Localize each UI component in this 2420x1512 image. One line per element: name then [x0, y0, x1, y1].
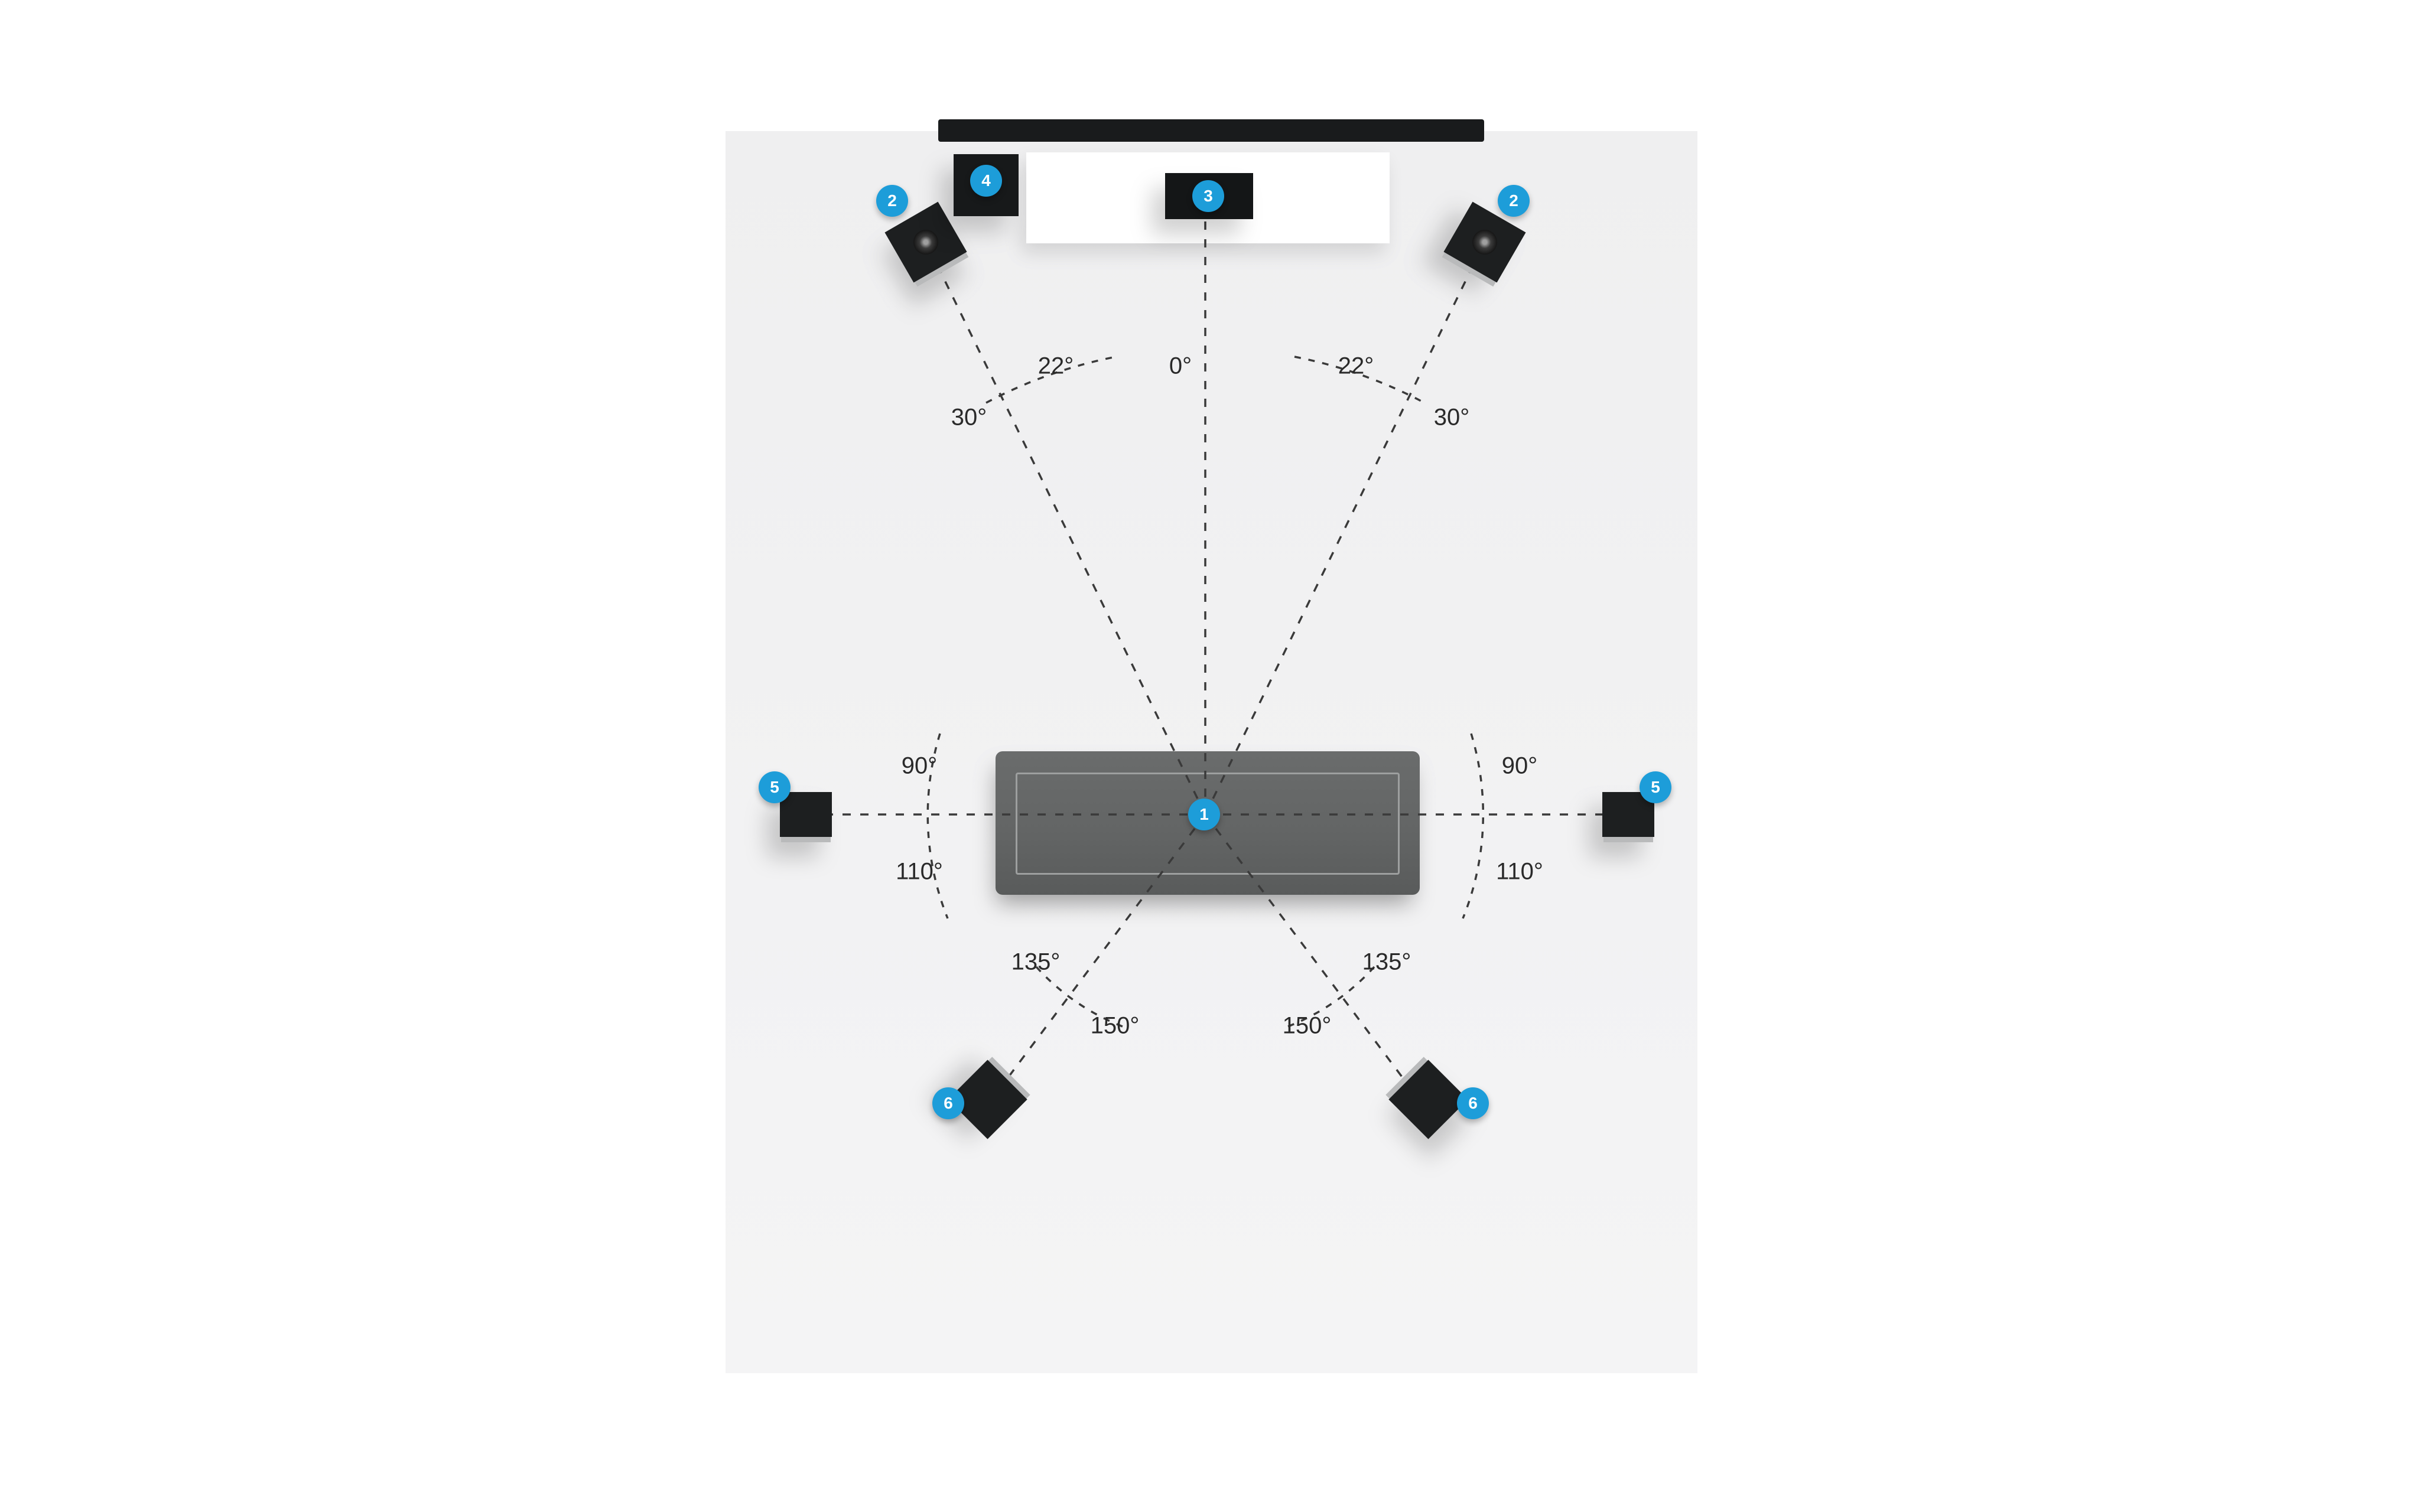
- angle-label-rear-right-min: 135°: [1362, 949, 1411, 975]
- front-left-badge: 2: [876, 185, 908, 217]
- speaker-driver-icon: [1468, 225, 1502, 259]
- speaker-front-edge: [781, 837, 831, 842]
- side-left-badge: 5: [759, 771, 791, 803]
- arc-front-left: [985, 356, 1117, 404]
- angle-label-front-left-outer: 30°: [951, 404, 987, 431]
- speaker-driver-icon: [909, 225, 943, 259]
- arc-front-right: [1294, 356, 1425, 404]
- arc-side-right: [1462, 733, 1485, 919]
- rear-right-badge: 6: [1457, 1087, 1489, 1119]
- angle-label-front-left-inner: 22°: [1037, 353, 1074, 379]
- angle-label-rear-left-min: 135°: [1011, 949, 1061, 975]
- angle-label-front-right-inner: 22°: [1338, 353, 1374, 379]
- line-rear-left: [990, 813, 1206, 1101]
- angle-label-front-right-outer: 30°: [1433, 404, 1470, 431]
- front-right-badge: 2: [1498, 185, 1530, 217]
- subwoofer-badge: 4: [970, 165, 1002, 197]
- angle-label-side-left-max: 110°: [896, 858, 943, 885]
- angle-label-rear-right-max: 150°: [1282, 1012, 1332, 1039]
- line-front-left: [923, 239, 1206, 815]
- sofa-seat-outline: [1016, 773, 1400, 875]
- angle-label-side-right-min: 90°: [1501, 752, 1538, 779]
- angle-label-side-left-min: 90°: [901, 752, 938, 779]
- side-right-badge: 5: [1640, 771, 1671, 803]
- angle-label-rear-left-max: 150°: [1090, 1012, 1140, 1039]
- center-speaker-badge: 3: [1192, 180, 1224, 212]
- angle-label-side-right-max: 110°: [1496, 858, 1543, 885]
- angle-label-center: 0°: [1169, 353, 1192, 379]
- rear-left-badge: 6: [932, 1087, 964, 1119]
- speaker-front-edge: [1603, 837, 1653, 842]
- sofa: [996, 751, 1420, 895]
- line-rear-right: [1204, 813, 1420, 1101]
- side-left-speaker: [780, 792, 832, 842]
- line-front-right: [1204, 239, 1487, 815]
- listening-position-badge: 1: [1188, 799, 1220, 830]
- tv-screen: [938, 119, 1484, 142]
